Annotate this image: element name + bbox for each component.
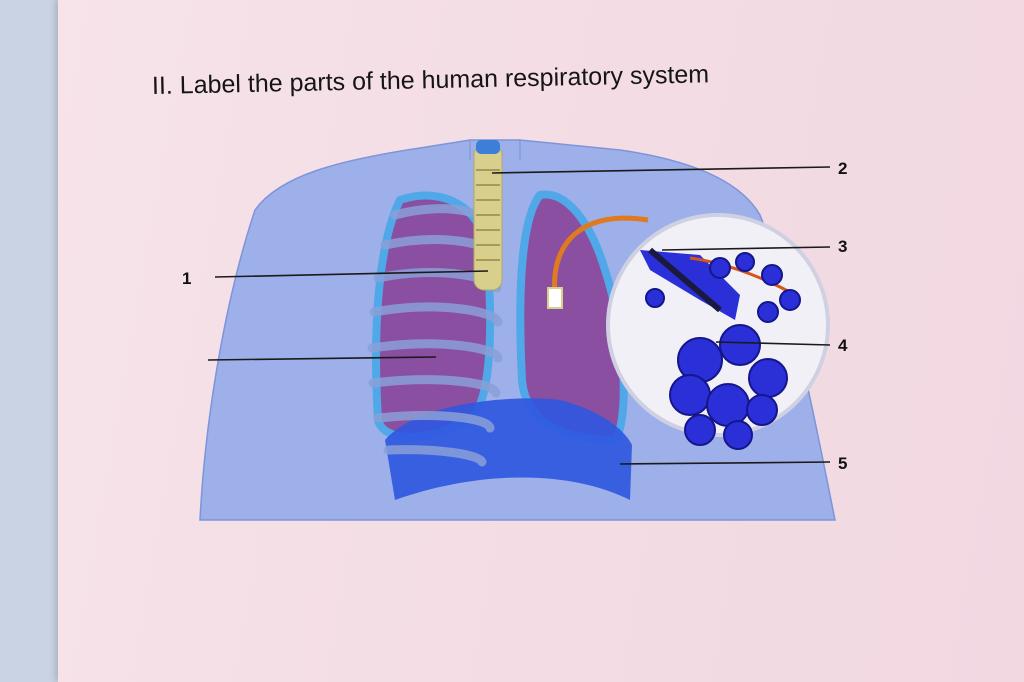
- label-number-5: 5: [838, 454, 847, 473]
- label-number-1: 1: [182, 269, 191, 288]
- label-line-blank: [207, 356, 437, 361]
- label-line-3: [661, 246, 831, 251]
- alveoli-magnified-view: [606, 213, 830, 450]
- label-line-2: [491, 166, 831, 174]
- trachea: [473, 140, 503, 291]
- label-number-4: 4: [838, 336, 848, 355]
- label-number-3: 3: [838, 237, 847, 256]
- label-line-5: [619, 461, 831, 465]
- label-line-4: [715, 341, 831, 346]
- left-side-lung: [372, 191, 495, 441]
- diaphragm: [385, 398, 632, 500]
- label-number-2: 2: [838, 159, 847, 178]
- bronchiole-pointer-arrow: [547, 215, 649, 309]
- label-line-1: [214, 270, 489, 278]
- label-lines: [207, 166, 831, 465]
